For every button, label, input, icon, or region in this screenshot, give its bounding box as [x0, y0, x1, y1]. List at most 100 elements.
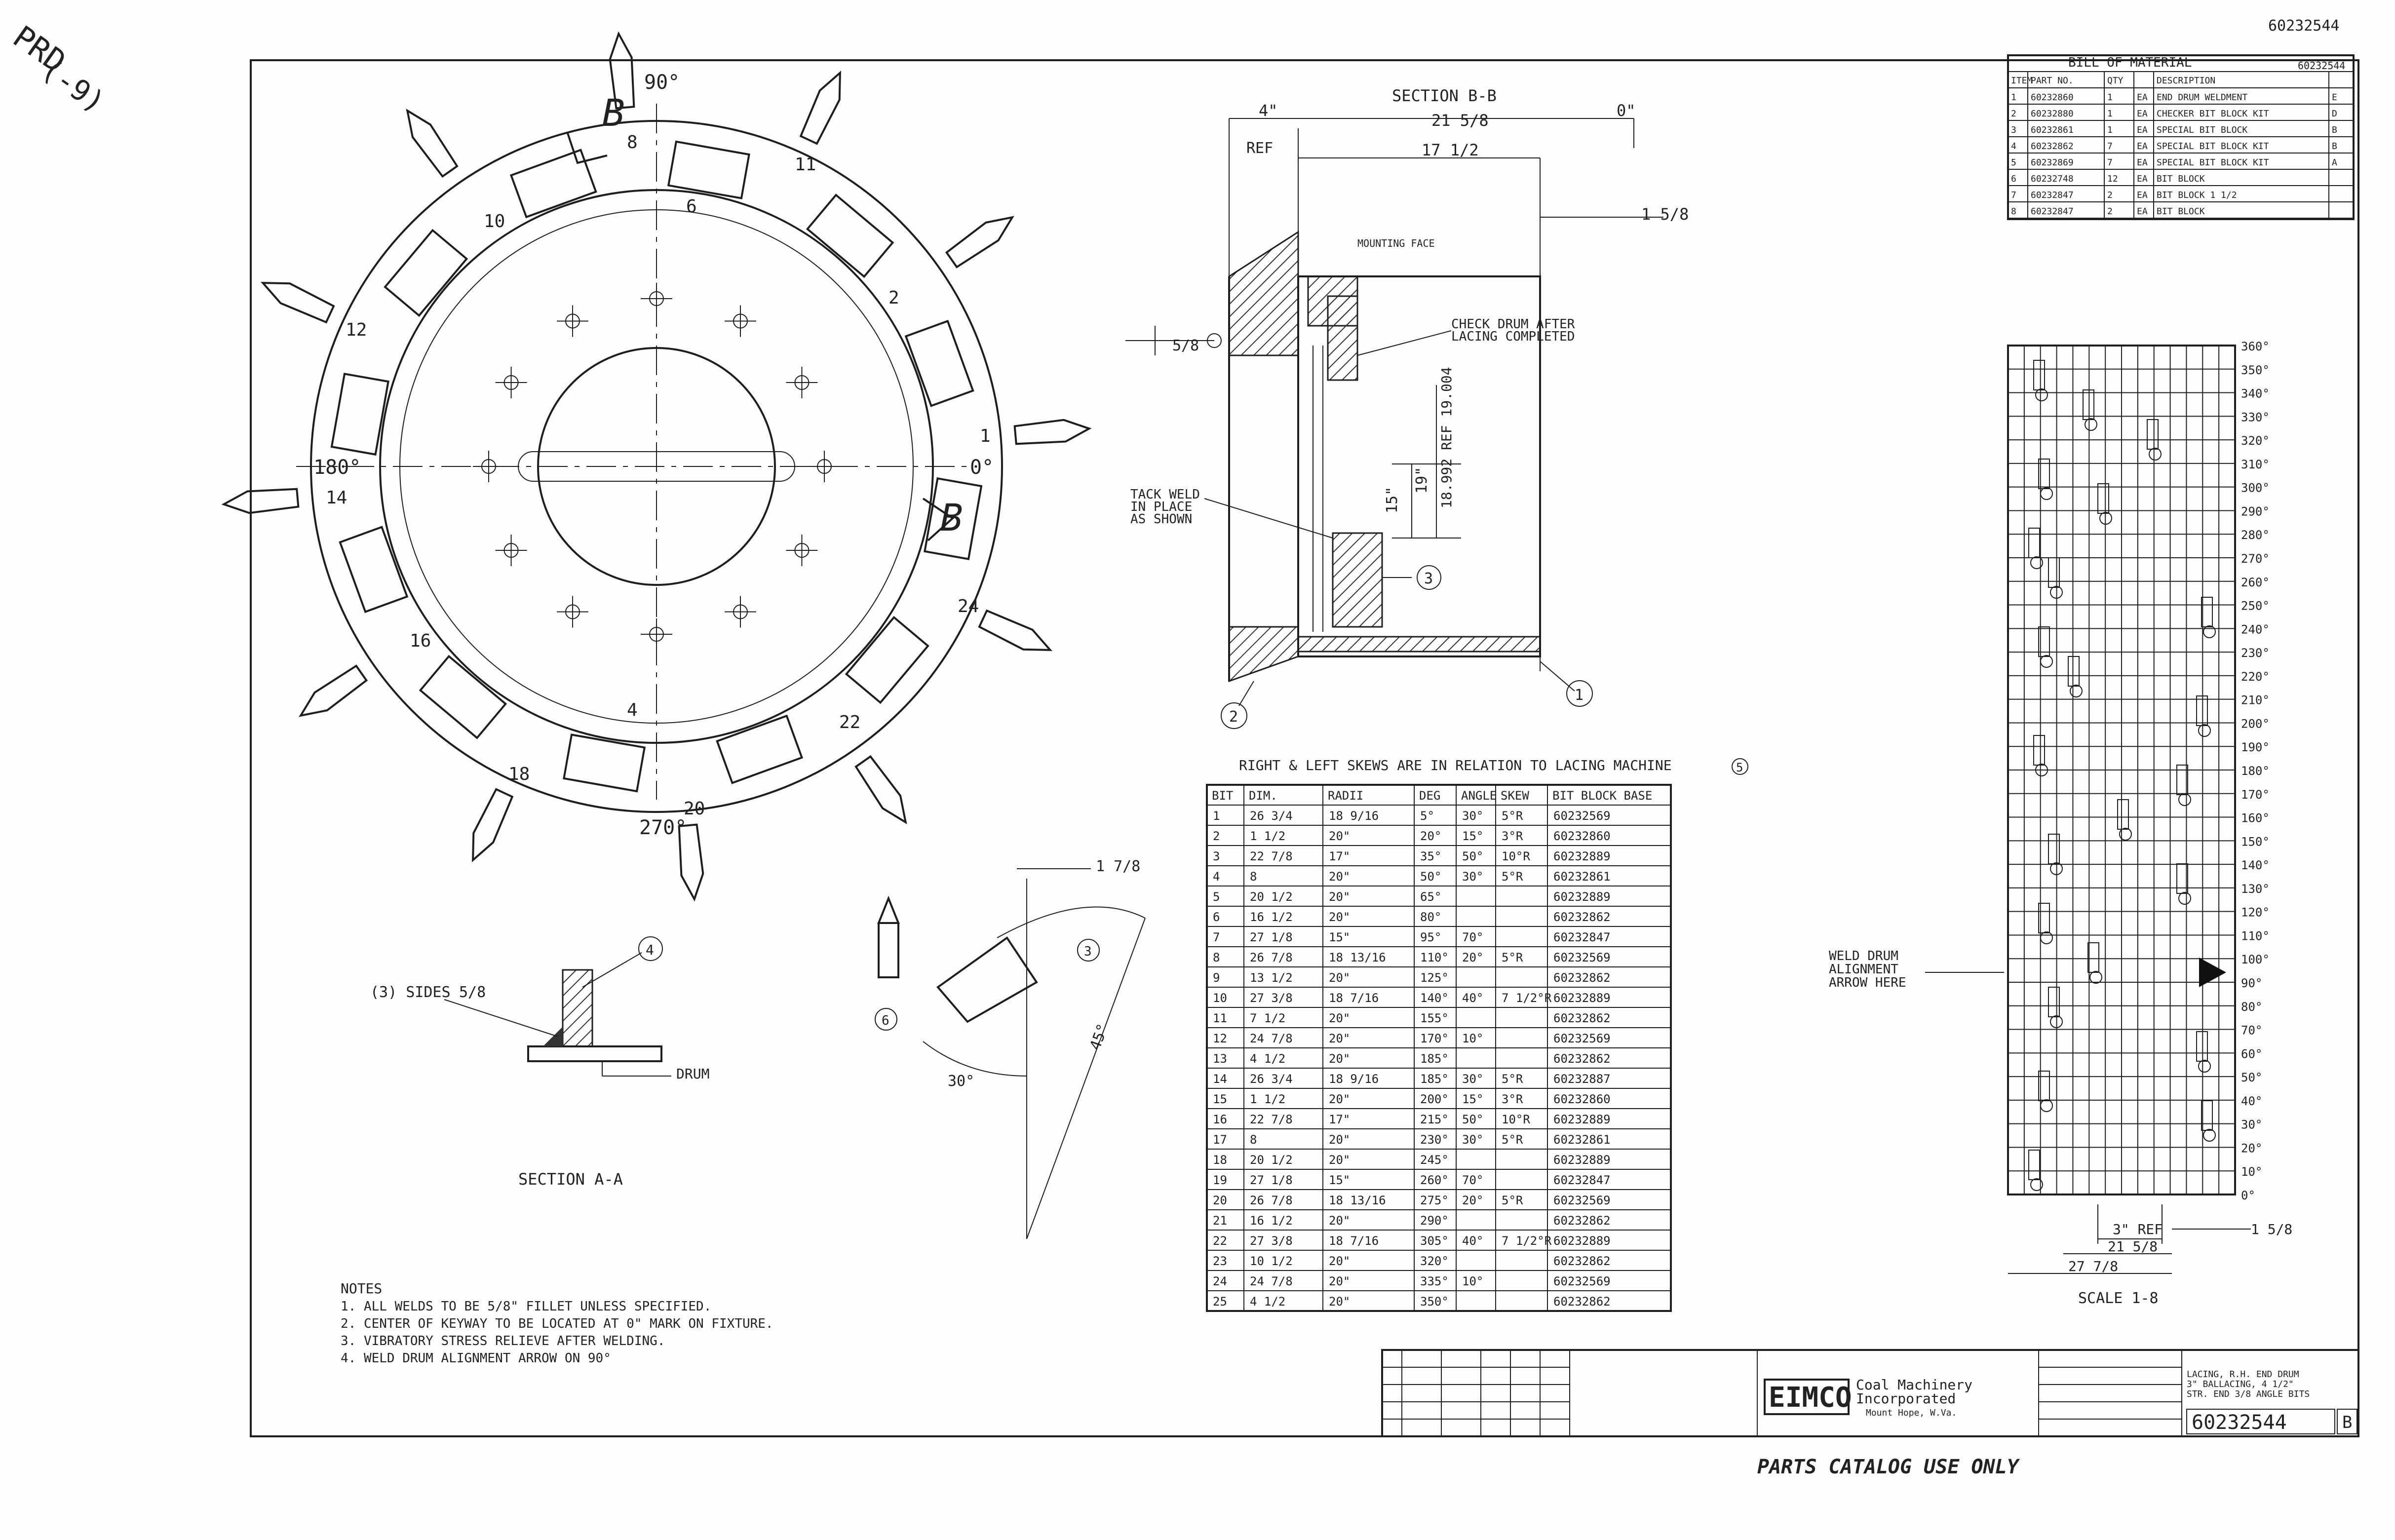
- bom-cell: EA: [2137, 141, 2148, 152]
- balloon-3-text: 3: [1084, 944, 1092, 959]
- tack-weld-note-2: IN PLACE: [1130, 500, 1192, 514]
- degree-label: 90°: [2241, 976, 2262, 990]
- table-cell: 3°R: [1502, 829, 1523, 843]
- drawing-title: LACING, R.H. END DRUM: [2187, 1369, 2299, 1380]
- table-cell: 5°R: [1502, 1072, 1523, 1086]
- bom-cell: 1: [2107, 109, 2113, 119]
- table-cell: 27 3/8: [1250, 1234, 1293, 1248]
- layout-bit-mark: [2089, 971, 2102, 984]
- layout-bit-mark: [2147, 419, 2159, 450]
- bom-cell: EA: [2137, 206, 2148, 217]
- table-cell: 200°: [1420, 1092, 1449, 1106]
- bit-block: [509, 149, 597, 219]
- balloon-1: [1566, 680, 1593, 707]
- table-cell: 3: [1213, 849, 1220, 863]
- table-cell: 215°: [1420, 1113, 1449, 1126]
- table-cell: 20°: [1462, 951, 1483, 964]
- bom-cell: EA: [2137, 109, 2148, 119]
- bom-cell: E: [2332, 92, 2337, 103]
- dim-1-7-8: 1 7/8: [1096, 858, 1140, 875]
- check-drum-note: CHECK DRUM AFTER: [1451, 317, 1575, 332]
- bit-block: [806, 193, 894, 278]
- balloon-4: [638, 936, 663, 961]
- alignment-arrow: [2199, 958, 2226, 987]
- table-cell: 350°: [1420, 1295, 1449, 1309]
- bom-cell: 2: [2107, 190, 2113, 200]
- table-cell: 5°R: [1502, 1194, 1523, 1207]
- general-notes: NOTES 1. ALL WELDS TO BE 5/8" FILLET UNL…: [341, 1280, 773, 1366]
- bom-cell: EA: [2137, 174, 2148, 184]
- bom-cell: EA: [2137, 190, 2148, 200]
- table-cell: 50°: [1462, 1113, 1483, 1126]
- drawing-number: 60232544: [2192, 1411, 2287, 1434]
- bit-label: 14: [326, 488, 347, 508]
- degree-label: 310°: [2241, 458, 2270, 471]
- drawing-title-3: STR. END 3/8 ANGLE BITS: [2187, 1389, 2310, 1399]
- table-cell: 20": [1329, 1214, 1350, 1228]
- tack-weld-note-3: AS SHOWN: [1130, 512, 1192, 527]
- degree-label: 170°: [2241, 788, 2270, 802]
- table-cell: 290°: [1420, 1214, 1449, 1228]
- layout-bit-mark: [2087, 942, 2099, 973]
- cutting-bit: [221, 488, 300, 514]
- bit-label: 4: [627, 700, 638, 720]
- degree-label: 250°: [2241, 599, 2270, 613]
- cutting-bit-body: [609, 31, 635, 110]
- angle-30: 30°: [948, 1073, 974, 1090]
- section-a-a-view: 4 (3) SIDES 5/8 DRUM SECTION A-A: [370, 936, 709, 1189]
- bit-block-body: [384, 229, 468, 317]
- weld-block: [562, 969, 593, 1047]
- layout-bit-mark: [2198, 1060, 2211, 1073]
- top-right-number: 60232544: [2268, 17, 2340, 35]
- table-cell: 60232862: [1553, 1254, 1611, 1268]
- layout-bit-mark: [2028, 1150, 2040, 1180]
- cutting-bit: [678, 823, 704, 902]
- table-header: DIM.: [1249, 789, 1277, 803]
- degree-label: 80°: [2241, 1000, 2262, 1014]
- degree-label: 350°: [2241, 363, 2270, 377]
- bom-cell: 60232847: [2031, 190, 2074, 200]
- degree-label: 20°: [2241, 1141, 2262, 1155]
- bit-block-body: [419, 654, 507, 739]
- scale-label: SCALE 1-8: [2078, 1290, 2159, 1307]
- table-cell: 20 1/2: [1250, 1153, 1293, 1167]
- balloon-2-text: 2: [1229, 708, 1238, 726]
- table-cell: 245°: [1420, 1153, 1449, 1167]
- table-cell: 2: [1213, 829, 1220, 843]
- table-cell: 6: [1213, 910, 1220, 924]
- bom-cell: 7: [2107, 157, 2113, 168]
- table-cell: 260°: [1420, 1173, 1449, 1187]
- section-mark-b-top: B: [602, 91, 625, 135]
- table-cell: 21: [1213, 1214, 1227, 1228]
- layout-bit-mark: [2048, 834, 2060, 864]
- table-cell: 185°: [1420, 1072, 1449, 1086]
- degree-label: 340°: [2241, 387, 2270, 401]
- bit-label: 2: [888, 288, 899, 308]
- bom-cell: 1: [2011, 92, 2016, 103]
- table-cell: 18 9/16: [1329, 809, 1379, 823]
- bit-label: 10: [484, 211, 505, 231]
- table-cell: 30°: [1462, 1072, 1483, 1086]
- degree-label: 0°: [2241, 1189, 2255, 1202]
- degree-label: 70°: [2241, 1024, 2262, 1038]
- table-cell: 110°: [1420, 951, 1449, 964]
- table-cell: 60232889: [1553, 849, 1611, 863]
- balloon-3-text: 3: [1424, 570, 1433, 587]
- bit-block: [419, 654, 507, 739]
- table-cell: 275°: [1420, 1194, 1449, 1207]
- bolt-holes: [473, 283, 840, 650]
- bit-label: 20: [684, 799, 705, 819]
- cutting-bit: [299, 664, 368, 717]
- dim-17-1-2: 17 1/2: [1422, 141, 1479, 159]
- table-cell: 15°: [1462, 1092, 1483, 1106]
- bom-cell: SPECIAL BIT BLOCK KIT: [2157, 157, 2269, 168]
- table-cell: 15": [1329, 930, 1350, 944]
- layout-bit-mark: [2201, 597, 2213, 627]
- check-drum-note-2: LACING COMPLETED: [1451, 329, 1575, 344]
- bom-cell: BIT BLOCK: [2157, 206, 2205, 217]
- bit-block: [384, 229, 468, 317]
- table-cell: 18 7/16: [1329, 991, 1379, 1005]
- layout-bit-mark: [2033, 735, 2045, 766]
- bom-cell: A: [2332, 157, 2337, 168]
- degree-label: 110°: [2241, 929, 2270, 943]
